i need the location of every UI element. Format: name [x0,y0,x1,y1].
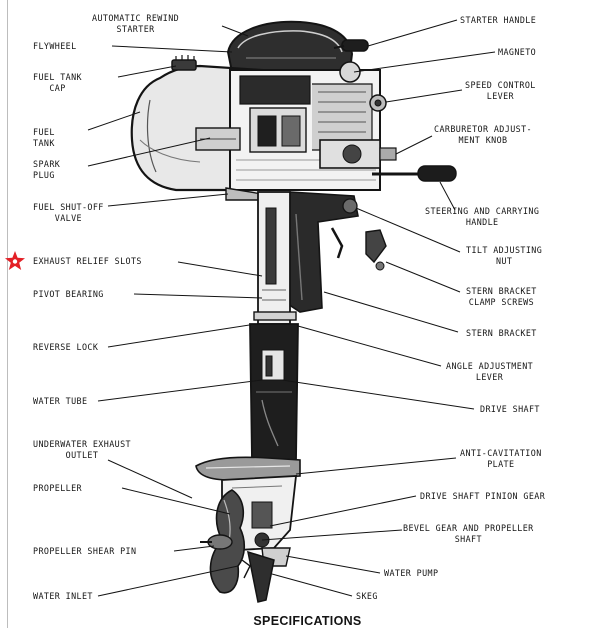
label-propeller: PROPELLER [33,483,82,493]
fuel-tank-cap-part [171,59,197,71]
label-underwater-exhaust-outlet: UNDERWATER EXHAUST OUTLET [33,439,131,460]
starter-handle-grip [341,39,369,52]
label-skeg: SKEG [356,591,378,601]
label-automatic-rewind-starter: AUTOMATIC REWIND STARTER [92,13,180,34]
label-stern-bracket: STERN BRACKET [466,328,537,338]
label-drive-shaft: DRIVE SHAFT [480,404,540,414]
label-fuel-tank-cap: FUEL TANK CAP [33,72,82,93]
label-water-inlet: WATER INLET [33,591,93,601]
skeg-part [247,550,275,603]
leader-lines [87,19,496,597]
label-spark-plug: SPARK PLUG [33,159,61,180]
label-carburetor-adjustment-knob: CARBURETOR ADJUST- MENT KNOB [434,124,532,145]
rewind-starter-housing [226,20,354,74]
label-angle-adjustment-lever: ANGLE ADJUSTMENT LEVER [446,361,534,382]
label-starter-handle: STARTER HANDLE [460,15,537,25]
label-bevel-gear-and-propeller-shaft: BEVEL GEAR AND PROPELLER SHAFT [403,523,534,544]
label-drive-shaft-pinion-gear: DRIVE SHAFT PINION GEAR [420,491,546,501]
clamp-screw-part [365,229,387,264]
label-exhaust-relief-slots: EXHAUST RELIEF SLOTS [33,256,142,266]
label-anti-cavitation-plate: ANTI-CAVITATION PLATE [460,448,542,469]
label-speed-control-lever: SPEED CONTROL LEVER [465,80,536,101]
page-edge-rule [7,0,8,628]
label-fuel-shutoff-valve: FUEL SHUT-OFF VALVE [33,202,104,223]
label-propeller-shear-pin: PROPELLER SHEAR PIN [33,546,137,556]
anti-cavitation-plate-part [195,456,301,481]
label-pivot-bearing: PIVOT BEARING [33,289,104,299]
label-magneto: MAGNETO [498,47,537,57]
magneto-part [339,61,361,83]
label-tilt-adjusting-nut: TILT ADJUSTING NUT [466,245,543,266]
label-steering-and-carrying-handle: STEERING AND CARRYING HANDLE [425,206,540,227]
label-flywheel: FLYWHEEL [33,41,77,51]
label-water-tube: WATER TUBE [33,396,88,406]
label-stern-bracket-clamp-screws: STERN BRACKET CLAMP SCREWS [466,286,537,307]
section-heading-specifications: SPECIFICATIONS [253,614,362,628]
label-water-pump: WATER PUMP [384,568,439,578]
tilt-adjusting-nut-part [342,198,358,214]
label-fuel-tank: FUEL TANK [33,127,55,148]
label-reverse-lock: REVERSE LOCK [33,342,99,352]
motor-illustration [130,20,457,603]
star-marker-icon[interactable] [4,250,26,272]
